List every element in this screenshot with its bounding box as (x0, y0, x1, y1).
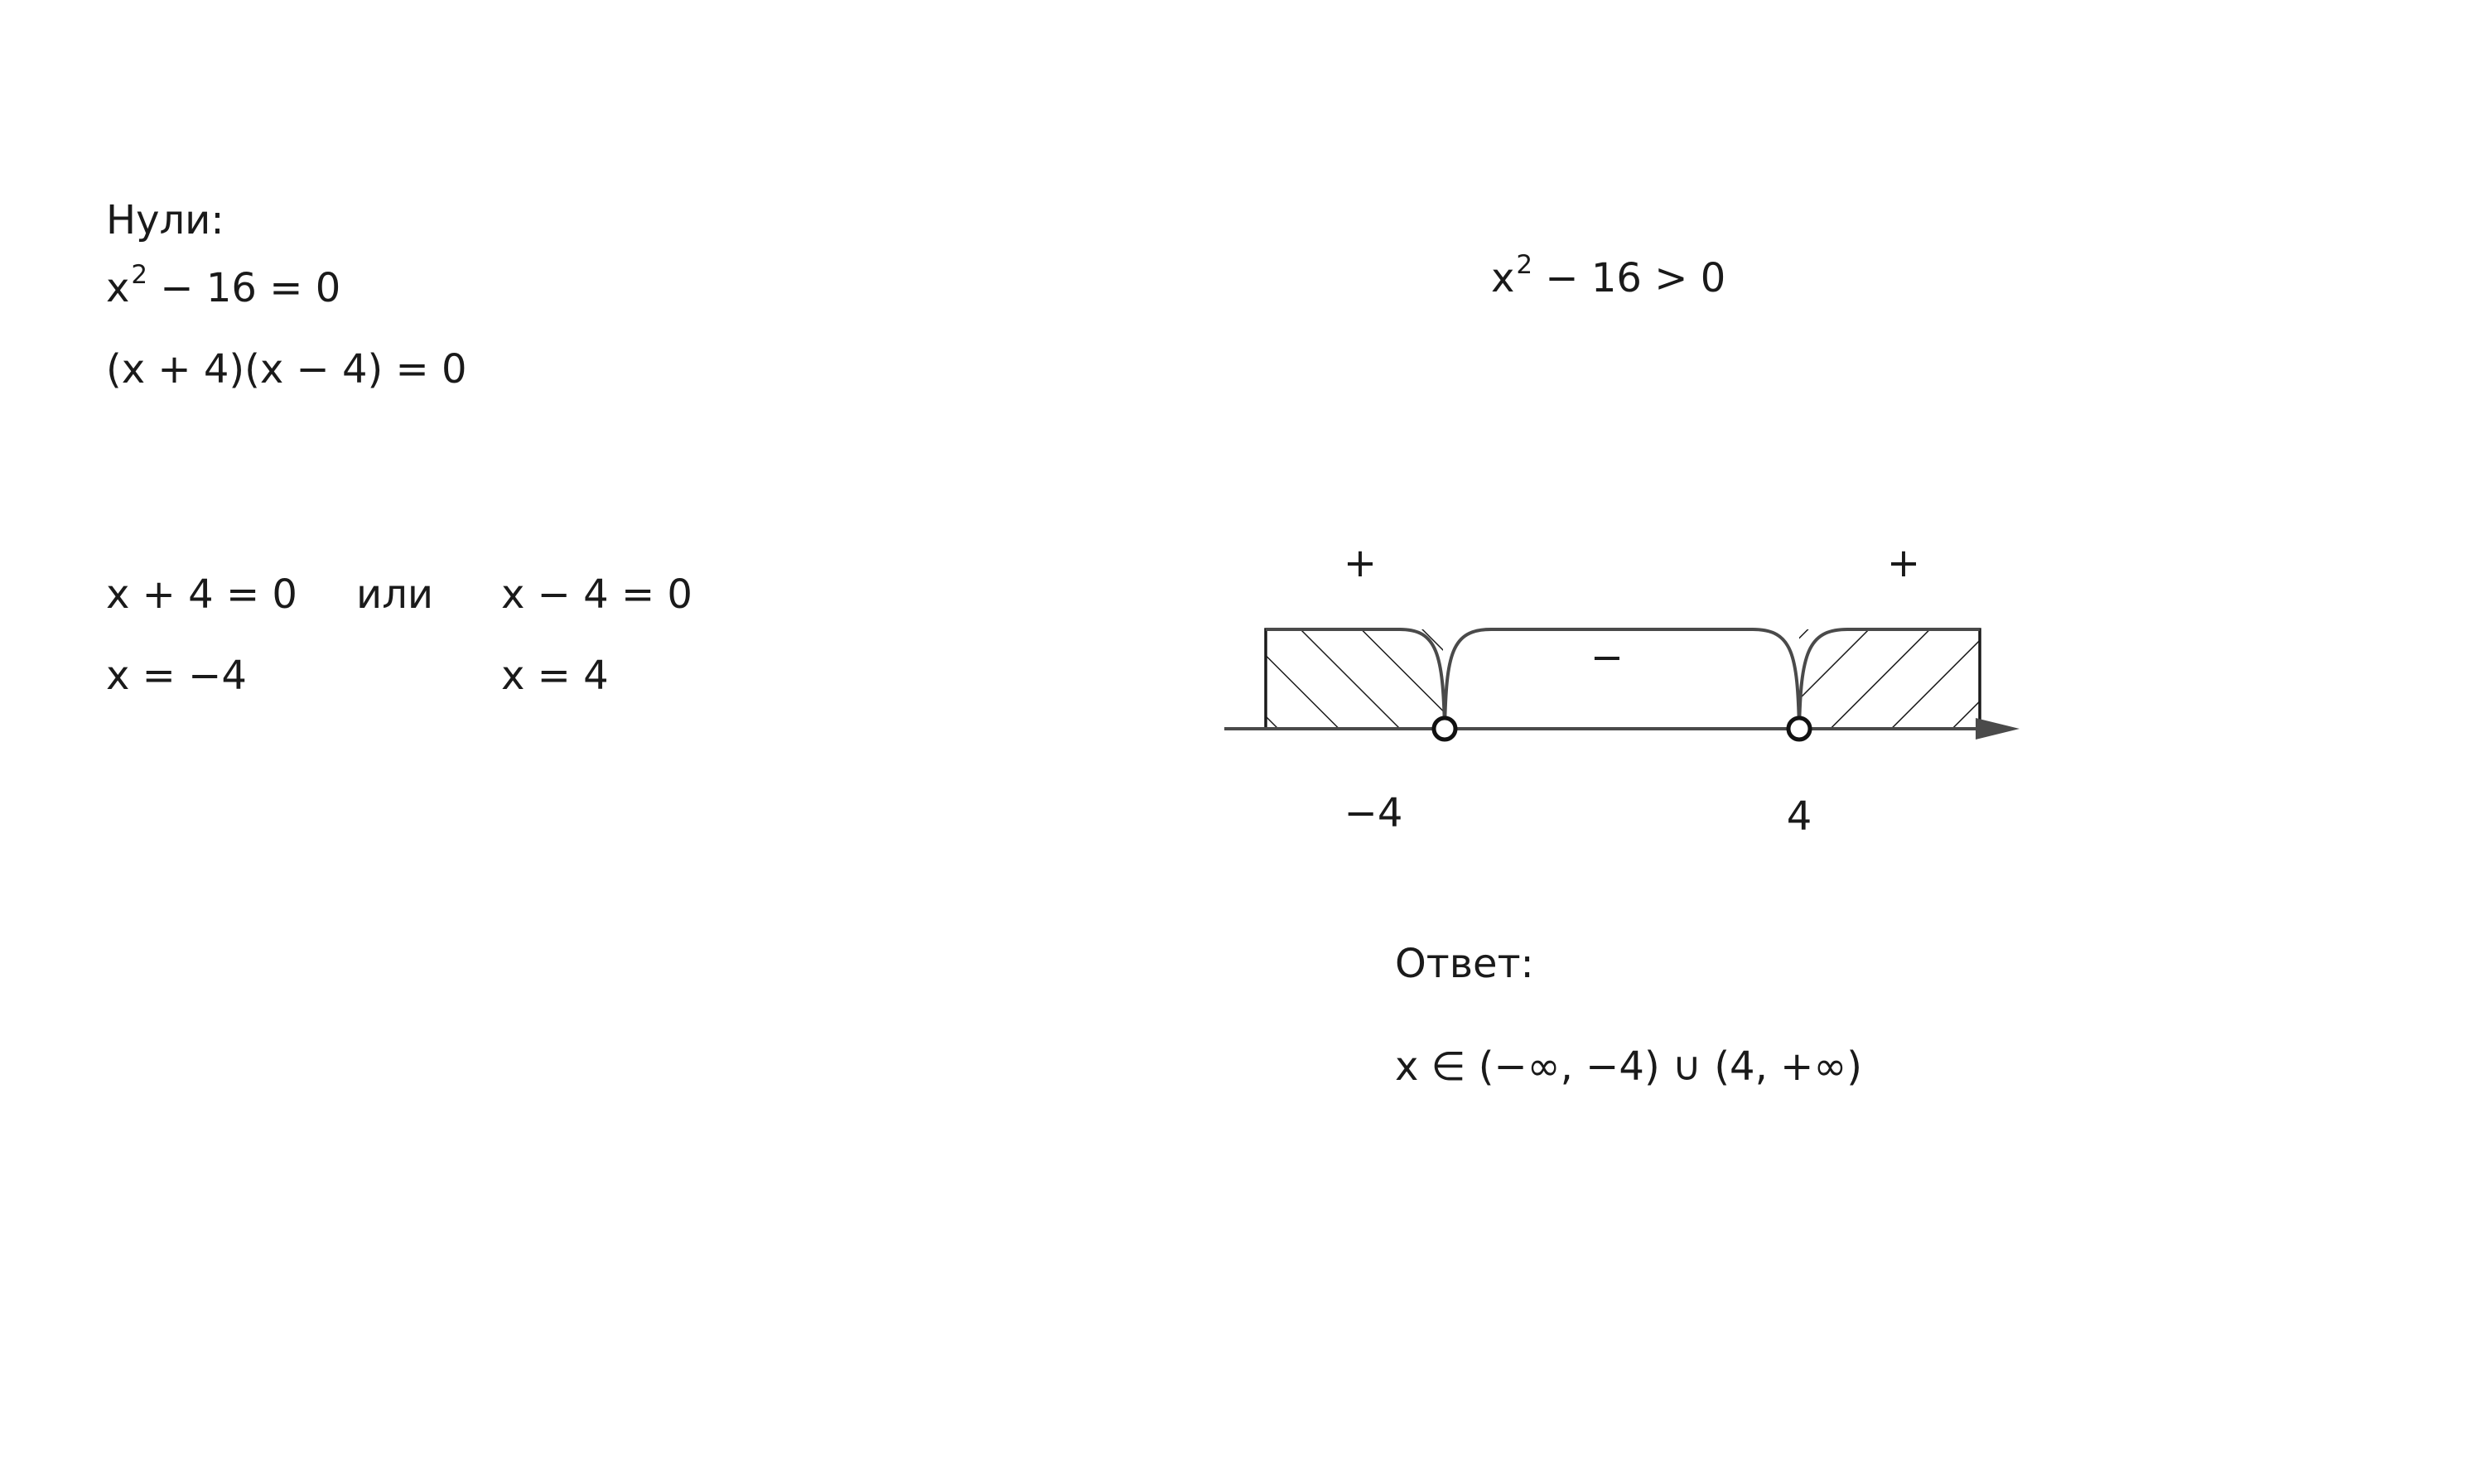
answer-label: Ответ: (1395, 941, 1534, 987)
point-label-minus-4: −4 (1344, 790, 1403, 836)
or-word: или (356, 571, 434, 618)
open-point-minus-4 (1431, 716, 1458, 742)
equation-x2-minus-16: x2 − 16 = 0 (106, 260, 341, 311)
equation-x-minus-4: x − 4 = 0 (501, 571, 693, 618)
point-label-4: 4 (1787, 793, 1812, 840)
solution-x-minus-4: x = −4 (106, 653, 247, 699)
solution-x-4: x = 4 (501, 653, 609, 699)
equation-factored: (x + 4)(x − 4) = 0 (106, 346, 467, 393)
sign-left: + (1344, 540, 1377, 586)
shaded-interval-right (1799, 629, 1980, 729)
zeros-label: Нули: (106, 197, 224, 243)
inequality: x2 − 16 > 0 (1491, 250, 1726, 301)
equation-x-plus-4: x + 4 = 0 (106, 571, 297, 618)
answer-expression: x ∈ (−∞, −4) ∪ (4, +∞) (1395, 1043, 1863, 1090)
open-point-4 (1786, 716, 1812, 742)
axis-arrow-icon (1976, 718, 2020, 740)
sign-right: + (1887, 540, 1920, 586)
shaded-interval-left (1266, 629, 1443, 729)
sign-middle: − (1590, 634, 1624, 681)
sign-curve (1266, 628, 1980, 730)
